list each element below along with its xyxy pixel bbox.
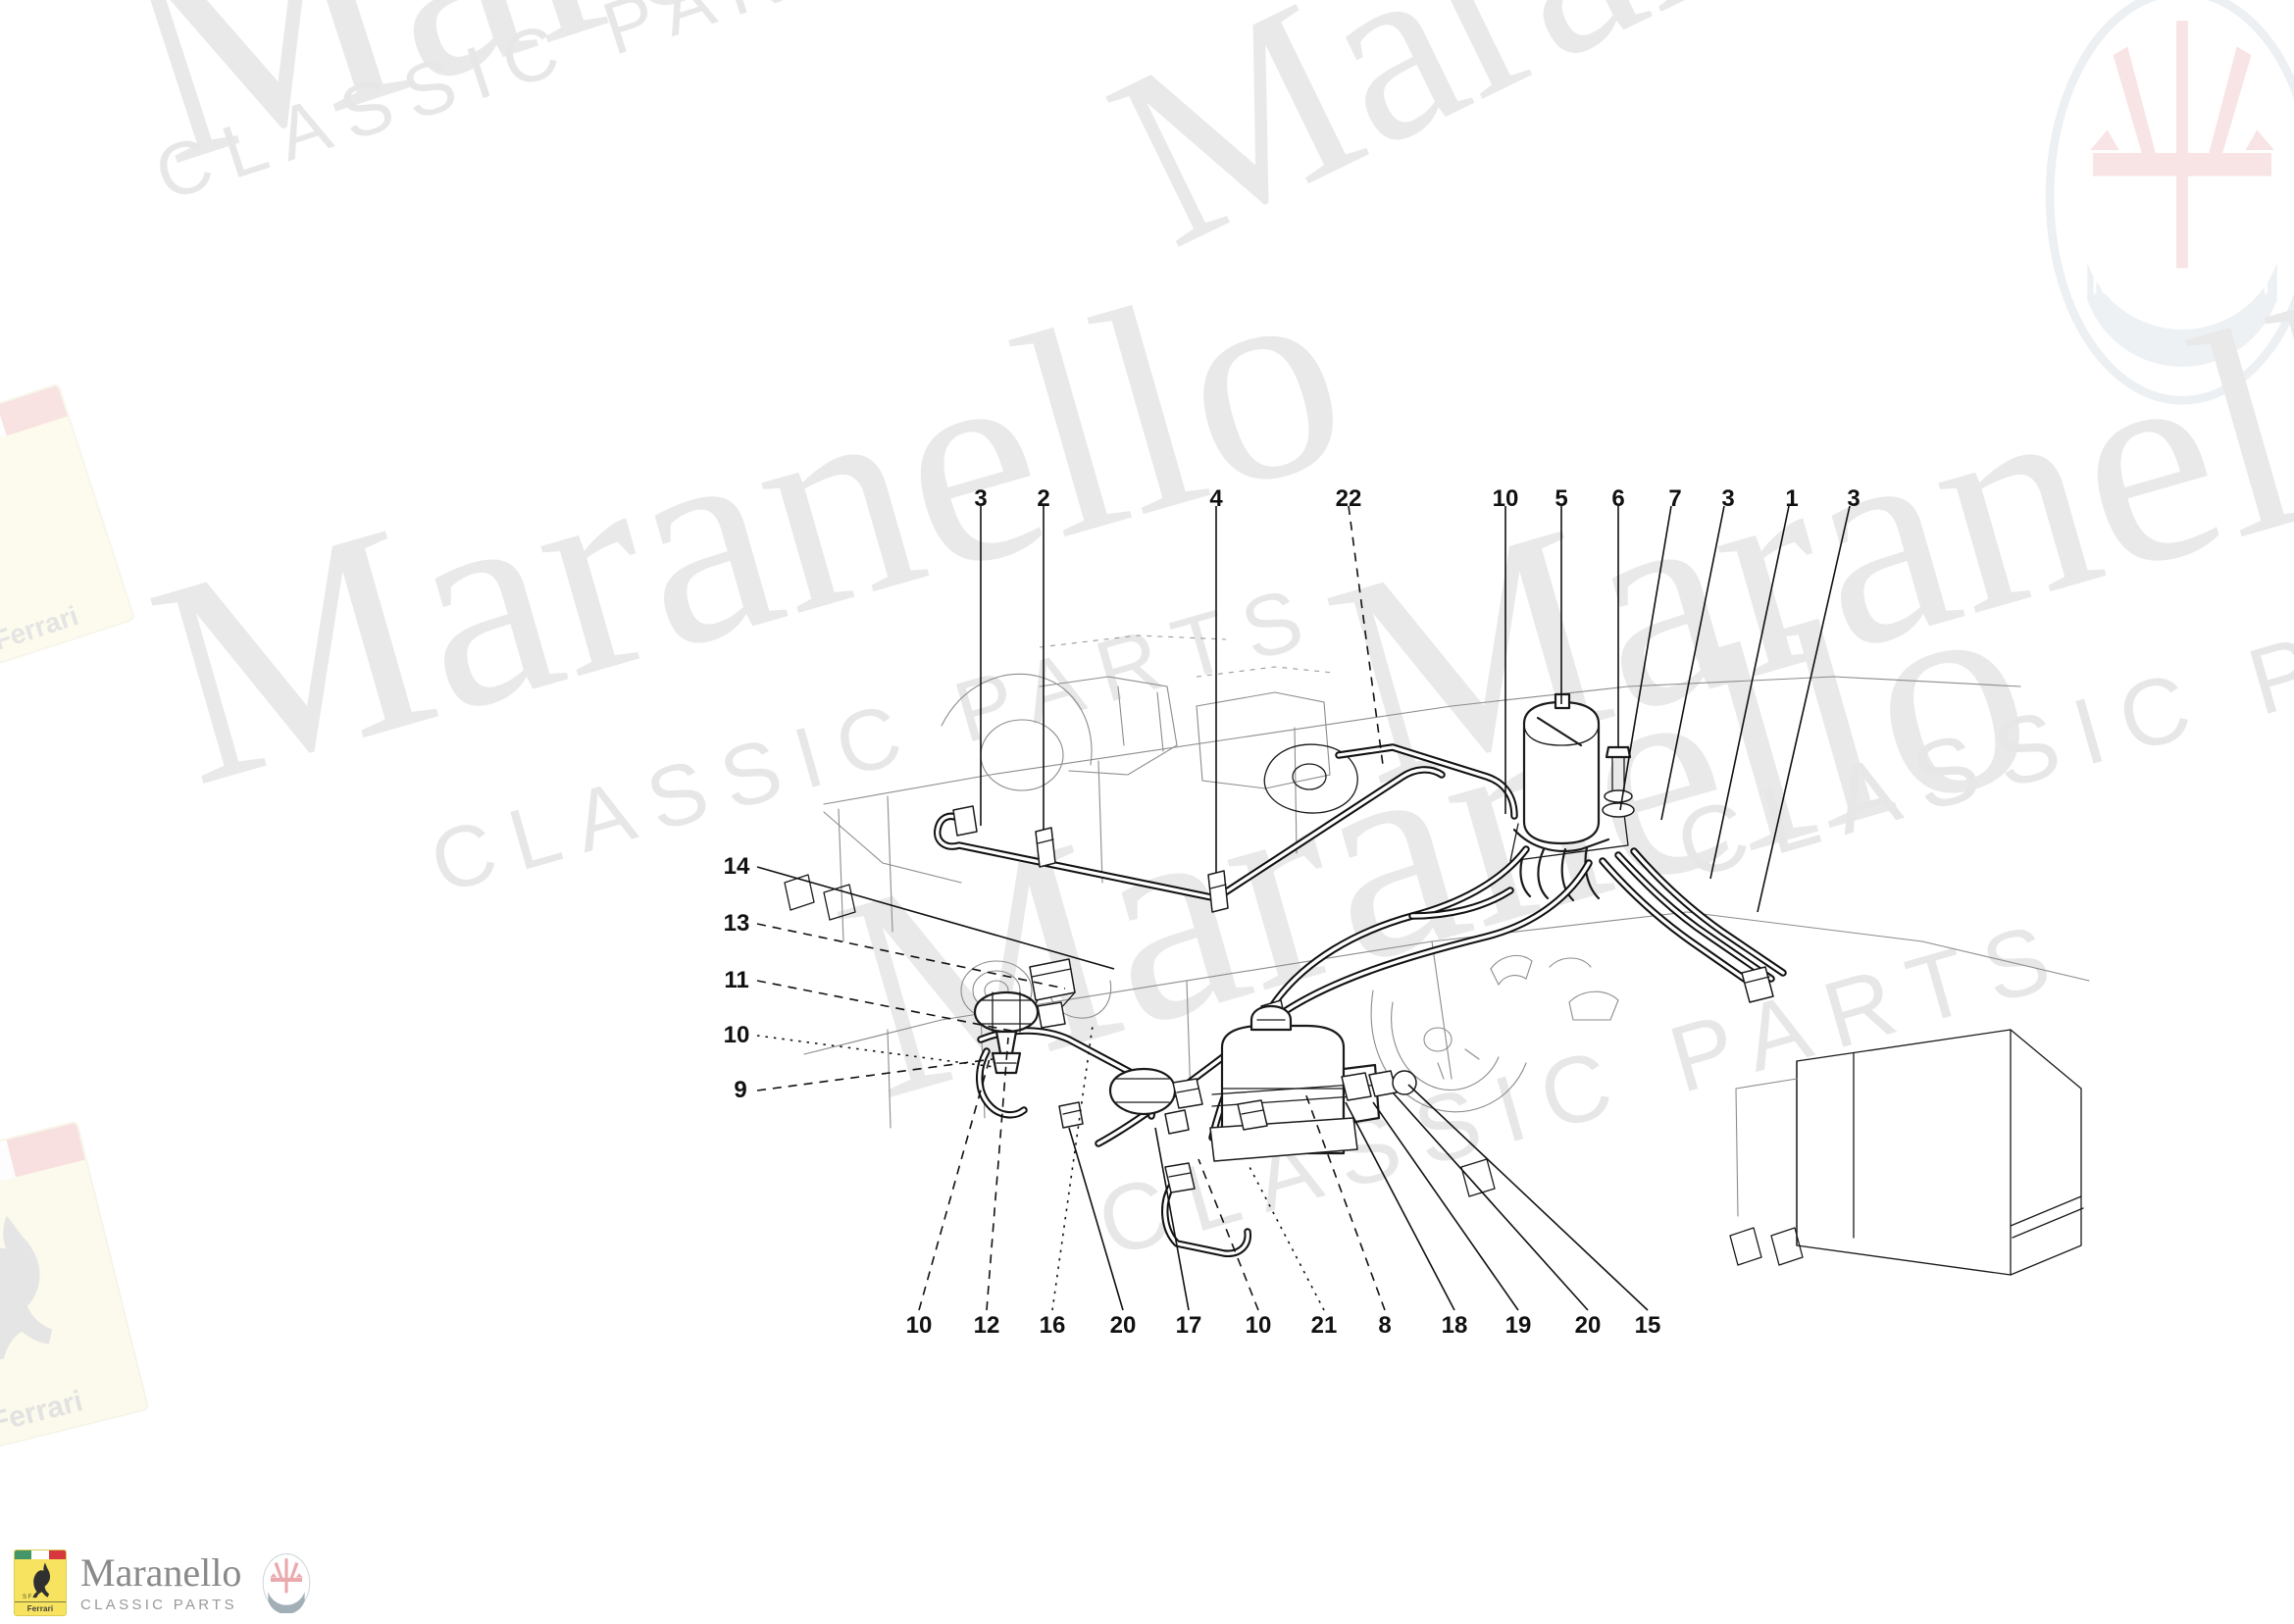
callout-bottom-2: 16 <box>1039 1312 1066 1339</box>
callout-top-5: 5 <box>1555 485 1568 512</box>
maserati-logo: MASERATI <box>261 1552 312 1614</box>
callout-bottom-7: 8 <box>1378 1312 1392 1339</box>
callout-top-9: 1 <box>1785 485 1799 512</box>
ferrari-wordmark: Ferrari <box>15 1601 66 1615</box>
italian-flag-stripe <box>15 1550 66 1559</box>
vacuum-reservoir-canister <box>1509 692 1629 902</box>
footer-brand-name: Maranello <box>80 1549 242 1595</box>
callout-left-0: 14 <box>723 853 750 880</box>
control-valve-assembly <box>973 958 1076 1075</box>
maserati-wordmark: MASERATI <box>273 1596 300 1601</box>
callout-top-10: 3 <box>1847 485 1861 512</box>
callout-top-0: 3 <box>974 485 988 512</box>
callout-top-1: 2 <box>1037 485 1050 512</box>
callout-left-4: 9 <box>734 1077 747 1103</box>
footer-brand-logo[interactable]: S F Ferrari Maranello CLASSIC PARTS MASE… <box>14 1549 312 1616</box>
callout-bottom-5: 10 <box>1245 1312 1272 1339</box>
callout-bottom-11: 15 <box>1634 1312 1661 1339</box>
callout-top-6: 6 <box>1611 485 1625 512</box>
callout-left-3: 10 <box>723 1022 750 1048</box>
callout-bottom-10: 20 <box>1574 1312 1602 1339</box>
callout-top-4: 10 <box>1492 485 1519 512</box>
callout-bottom-3: 20 <box>1109 1312 1137 1339</box>
footer-tagline: CLASSIC PARTS <box>80 1596 237 1613</box>
prancing-horse-icon <box>32 1562 51 1599</box>
ferrari-initials: S F <box>23 1595 32 1600</box>
callout-bottom-4: 17 <box>1175 1312 1202 1339</box>
callout-top-8: 3 <box>1721 485 1735 512</box>
footer-text-block: Maranello CLASSIC PARTS <box>80 1549 242 1613</box>
callout-bottom-9: 19 <box>1504 1312 1532 1339</box>
callout-left-2: 11 <box>724 967 749 993</box>
callout-bottom-6: 21 <box>1310 1312 1338 1339</box>
callout-top-7: 7 <box>1668 485 1682 512</box>
callout-top-3: 22 <box>1335 485 1362 512</box>
callout-bottom-0: 10 <box>905 1312 933 1339</box>
callout-top-2: 4 <box>1209 485 1223 512</box>
callout-left-1: 13 <box>723 910 750 937</box>
ferrari-shield-logo: S F Ferrari <box>14 1549 67 1616</box>
junction-fitting <box>1108 1067 1203 1135</box>
fluid-reservoir-master-cylinder <box>1058 1004 1417 1193</box>
battery-box-panel <box>1735 1029 2084 1276</box>
callout-bottom-1: 12 <box>973 1312 1000 1339</box>
bolt-and-washer-assembly <box>1602 745 1635 818</box>
callout-bottom-8: 18 <box>1441 1312 1468 1339</box>
callout-leader-lines <box>756 505 1851 1311</box>
